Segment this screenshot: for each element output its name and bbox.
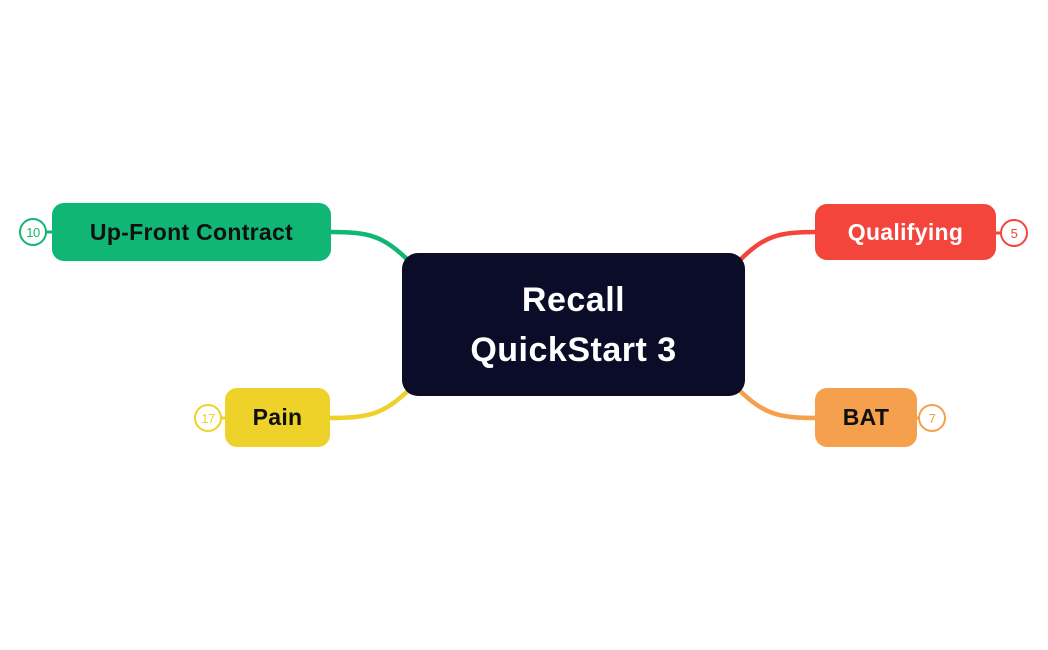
root-node[interactable]: Recall QuickStart 3 [402,253,745,396]
badge-count-label: 5 [1010,225,1018,241]
branch-label-up-front-contract: Up-Front Contract [89,218,294,245]
root-node-label-line1: Recall [521,280,626,319]
connector-bat [736,387,819,421]
branch-node-up-front-contract[interactable]: Up-Front Contract [52,203,331,261]
badge-count-label: 17 [201,410,215,426]
badge-count-bat[interactable]: 7 [918,404,946,432]
connector-up-front-contract [328,229,412,264]
badge-count-label: 7 [928,410,936,426]
connector-qualifying [736,229,819,264]
root-node-label-line2: QuickStart 3 [470,330,677,369]
branch-node-pain[interactable]: Pain [225,388,330,447]
badge-count-label: 10 [26,224,40,240]
badge-count-qualifying[interactable]: 5 [1000,219,1028,247]
branch-label-pain: Pain [252,404,303,430]
branch-node-bat[interactable]: BAT [815,388,917,447]
connector-pain [326,387,412,421]
branch-label-bat: BAT [842,404,890,430]
badge-count-up-front-contract[interactable]: 10 [19,218,47,246]
branch-node-qualifying[interactable]: Qualifying [815,204,996,260]
branch-label-qualifying: Qualifying [847,218,964,245]
badge-count-pain[interactable]: 17 [194,404,222,432]
